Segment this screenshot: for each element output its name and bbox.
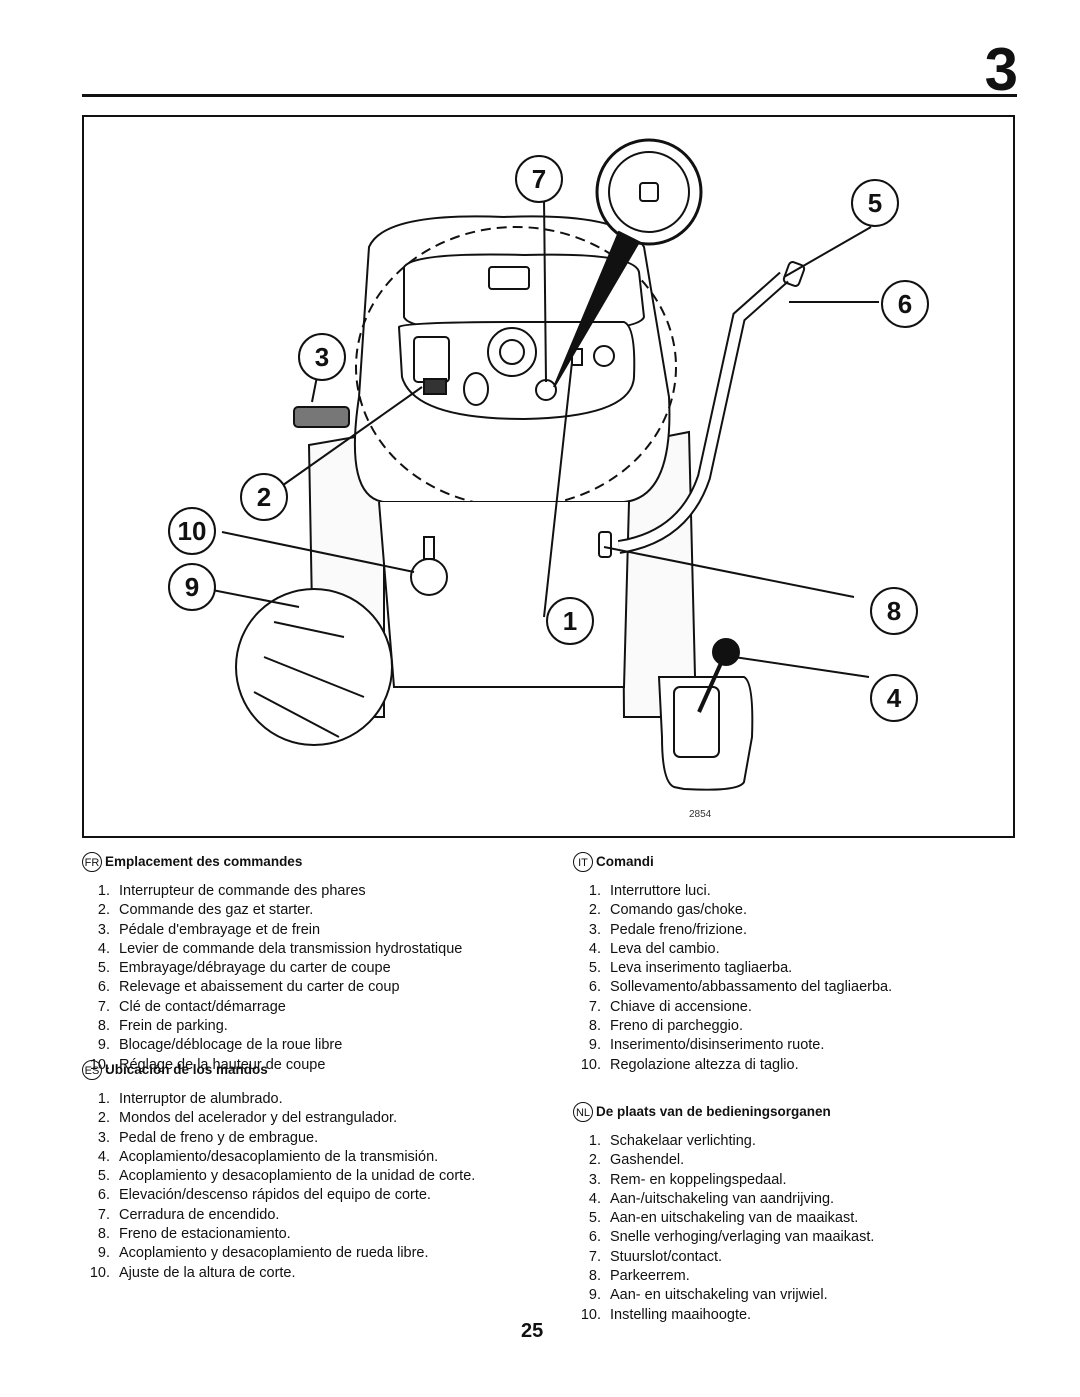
list-item: 3.Pedal de freno y de embrague. xyxy=(97,1129,319,1146)
section-es-heading: ES Ubicación de los mandos xyxy=(82,1060,475,1080)
callout-7: 7 xyxy=(515,155,563,203)
list-item: 1.Schakelaar verlichting. xyxy=(588,1133,756,1149)
section-fr-title: Emplacement des commandes xyxy=(105,854,303,870)
lang-badge-es: ES xyxy=(82,1060,102,1080)
list-item: 3.Pédale d'embrayage et de frein xyxy=(97,921,321,938)
list-item: 7.Cerradura de encendido. xyxy=(97,1206,280,1223)
lang-badge-it: IT xyxy=(573,852,593,872)
list-item: 5.Acoplamiento y desacoplamiento de la u… xyxy=(97,1168,476,1185)
callout-8: 8 xyxy=(870,587,918,635)
list-item: 4.Levier de commande dela transmission h… xyxy=(97,940,463,957)
list-item: 6.Elevación/descenso rápidos del equipo … xyxy=(97,1187,431,1204)
list-item: 4.Aan-/uitschakeling van aandrijving. xyxy=(588,1190,835,1207)
list-item: 1.Interruttore luci. xyxy=(588,883,711,899)
section-fr-list: 1.Interrupteur de commande des phares 2.… xyxy=(82,882,463,1075)
list-item: 10.Regolazione altezza di taglio. xyxy=(580,1056,799,1073)
callout-10: 10 xyxy=(168,507,216,555)
section-nl-heading: NL De plaats van de bedieningsorganen xyxy=(573,1102,874,1122)
callout-6: 6 xyxy=(881,280,929,328)
lang-badge-fr: FR xyxy=(82,852,102,872)
list-item: 7.Clé de contact/démarrage xyxy=(97,998,286,1015)
section-es-title: Ubicación de los mandos xyxy=(105,1062,268,1078)
list-item: 1.Interrupteur de commande des phares xyxy=(97,883,366,899)
header-rule xyxy=(82,94,1017,97)
list-item: 1.Interruptor de alumbrado. xyxy=(97,1091,283,1107)
list-item: 7.Chiave di accensione. xyxy=(588,998,752,1015)
lang-badge-nl: NL xyxy=(573,1102,593,1122)
list-item: 2.Gashendel. xyxy=(588,1152,685,1169)
list-item: 6.Relevage et abaissement du carter de c… xyxy=(97,979,400,996)
section-nl: NL De plaats van de bedieningsorganen 1.… xyxy=(573,1102,874,1325)
section-it-title: Comandi xyxy=(596,854,654,870)
list-item: 4.Leva del cambio. xyxy=(588,940,720,957)
list-item: 5.Embrayage/débrayage du carter de coupe xyxy=(97,960,391,977)
chapter-number: 3 xyxy=(984,36,1018,103)
section-fr-heading: FR Emplacement des commandes xyxy=(82,852,462,872)
section-it-heading: IT Comandi xyxy=(573,852,892,872)
list-item: 2.Mondos del acelerador y del estrangula… xyxy=(97,1110,398,1127)
list-item: 9.Blocage/déblocage de la roue libre xyxy=(97,1037,343,1054)
list-item: 8.Freno di parcheggio. xyxy=(588,1018,743,1035)
list-item: 9.Aan- en uitschakeling van vrijwiel. xyxy=(588,1287,828,1304)
list-item: 2.Comando gas/choke. xyxy=(588,902,748,919)
list-item: 6.Snelle verhoging/verlaging van maaikas… xyxy=(588,1229,875,1246)
callout-5: 5 xyxy=(851,179,899,227)
list-item: 9.Acoplamiento y desacoplamiento de rued… xyxy=(97,1245,429,1262)
section-es-list: 1.Interruptor de alumbrado. 2.Mondos del… xyxy=(82,1090,475,1283)
list-item: 5.Aan-en uitschakeling van de maaikast. xyxy=(588,1210,859,1227)
list-item: 3.Pedale freno/frizione. xyxy=(588,921,748,938)
callout-3: 3 xyxy=(298,333,346,381)
section-es: ES Ubicación de los mandos 1.Interruptor… xyxy=(82,1060,475,1283)
list-item: 5.Leva inserimento tagliaerba. xyxy=(588,960,793,977)
list-item: 3.Rem- en koppelingspedaal. xyxy=(588,1171,787,1188)
list-item: 10.Ajuste de la altura de corte. xyxy=(89,1264,296,1281)
list-item: 6.Sollevamento/abbassamento del tagliaer… xyxy=(588,979,893,996)
section-nl-title: De plaats van de bedieningsorganen xyxy=(596,1104,831,1120)
list-item: 2.Commande des gaz et starter. xyxy=(97,902,314,919)
list-item: 8.Frein de parking. xyxy=(97,1018,228,1035)
callout-2: 2 xyxy=(240,473,288,521)
section-it: IT Comandi 1.Interruttore luci. 2.Comand… xyxy=(573,852,892,1075)
section-nl-list: 1.Schakelaar verlichting. 2.Gashendel. 3… xyxy=(573,1132,875,1325)
callout-9: 9 xyxy=(168,563,216,611)
section-fr: FR Emplacement des commandes 1.Interrupt… xyxy=(82,852,462,1075)
figure-code: 2854 xyxy=(689,809,712,820)
list-item: 4.Acoplamiento/desacoplamiento de la tra… xyxy=(97,1148,439,1165)
list-item: 7.Stuurslot/contact. xyxy=(588,1248,723,1265)
list-item: 8.Freno de estacionamiento. xyxy=(97,1226,291,1243)
callout-4: 4 xyxy=(870,674,918,722)
page-number: 25 xyxy=(521,1320,544,1342)
callout-1: 1 xyxy=(546,597,594,645)
list-item: 9.Inserimento/disinserimento ruote. xyxy=(588,1037,825,1054)
section-it-list: 1.Interruttore luci. 2.Comando gas/choke… xyxy=(573,882,892,1075)
list-item: 8.Parkeerrem. xyxy=(588,1268,690,1285)
list-item: 10.Instelling maaihoogte. xyxy=(580,1306,752,1323)
controls-figure: 7 5 6 3 2 10 9 1 8 4 2854 xyxy=(82,115,1015,838)
